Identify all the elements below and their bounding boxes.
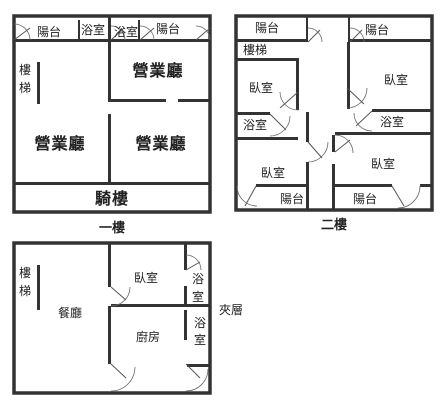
mezzanine-plan: 樓 梯 餐廳 臥室 浴 室 廚房 浴 室 夾層 [12,241,243,395]
floor2-plan: 陽台 陽台 樓梯 臥室 臥室 浴室 浴室 臥室 臥室 陽台 陽台 二樓 [234,14,434,232]
floor1-arcade-label: 騎樓 [95,189,129,208]
mezzanine-stairs-label-bottom: 梯 [19,284,31,298]
door-swing-icon [269,113,287,131]
floor1-hall-bottom-right-label: 營業廳 [135,134,186,153]
floor2-bedroom-left-lower-label: 臥室 [261,165,285,180]
floor2-bedroom-right-upper-label: 臥室 [384,72,408,87]
floor1-outer-wall [12,14,212,214]
door-swing-icon [13,27,31,41]
door-swing-icon [185,261,201,271]
mezzanine-kitchen-label: 廚房 [136,329,160,344]
mezzanine-outer-wall [12,241,212,395]
floor2-bedroom-right-lower-label: 臥室 [371,156,395,171]
floor1-arcade-wall [14,182,210,185]
floor2-balcony-bottom-left-label: 陽台 [280,191,304,206]
door-swing-icon [110,27,125,41]
floor1-hall-bottom-left-label: 營業廳 [34,134,85,153]
door-swing-icon [346,87,365,105]
door-swing-icon [307,141,323,159]
mezzanine-bedroom-label: 臥室 [134,270,158,285]
mezzanine-stairs-label-top: 樓 [19,265,31,280]
door-swing-icon [244,185,257,207]
door-swing-icon [391,185,405,207]
door-swing-icon [355,110,373,127]
door-swing-icon [110,286,127,301]
mezzanine-caption: 夾層 [219,303,243,317]
floor1-center-wall [108,16,111,100]
floor2-bedroom-left-upper-label: 臥室 [249,80,273,95]
floor2-bath-right-label: 浴室 [380,114,404,129]
door-swing-icon [279,91,299,109]
door-swing-icon [334,139,351,153]
floor2-caption: 二樓 [321,217,347,232]
floor1-stairs-label-top: 樓 [19,62,31,77]
mezzanine-dining-label: 餐廳 [58,305,82,320]
floor2-bath-left-label: 浴室 [243,117,267,132]
door-swing-icon [185,363,201,379]
floor1-bath-left-label: 浴室 [81,22,105,37]
floor1-balcony-right-label: 陽台 [156,21,180,36]
floor1-plan: 陽台 浴室 浴室 陽台 樓 梯 營業廳 營業廳 營業廳 騎樓 一樓 [12,14,212,235]
mezzanine-bath-upper-label-top: 浴 [192,272,204,286]
floor1-stairs-label-bottom: 梯 [19,81,31,95]
floor2-stairs-label: 樓梯 [243,42,267,57]
floor1-hall-top-right-label: 營業廳 [132,61,183,80]
floor2-balcony-top-left-label: 陽台 [255,20,279,35]
floor2-balcony-top-right-label: 陽台 [365,22,389,37]
floor1-balcony-left-label: 陽台 [37,24,61,39]
floor2-balcony-bottom-right-label: 陽台 [353,191,377,206]
mezzanine-bath-upper-label-bottom: 室 [192,289,204,304]
mezzanine-bath-lower-label-top: 浴 [194,316,206,330]
floor1-stair-rail [37,62,40,104]
floor1-bath-right-label: 浴室 [114,24,138,39]
door-swing-icon [195,27,211,41]
mezzanine-bath-lower-label-bottom: 室 [194,332,206,347]
door-swing-icon [110,363,127,379]
mezzanine-stair-rail [37,265,40,310]
door-swing-icon [139,27,155,41]
floor1-caption: 一樓 [99,220,125,235]
